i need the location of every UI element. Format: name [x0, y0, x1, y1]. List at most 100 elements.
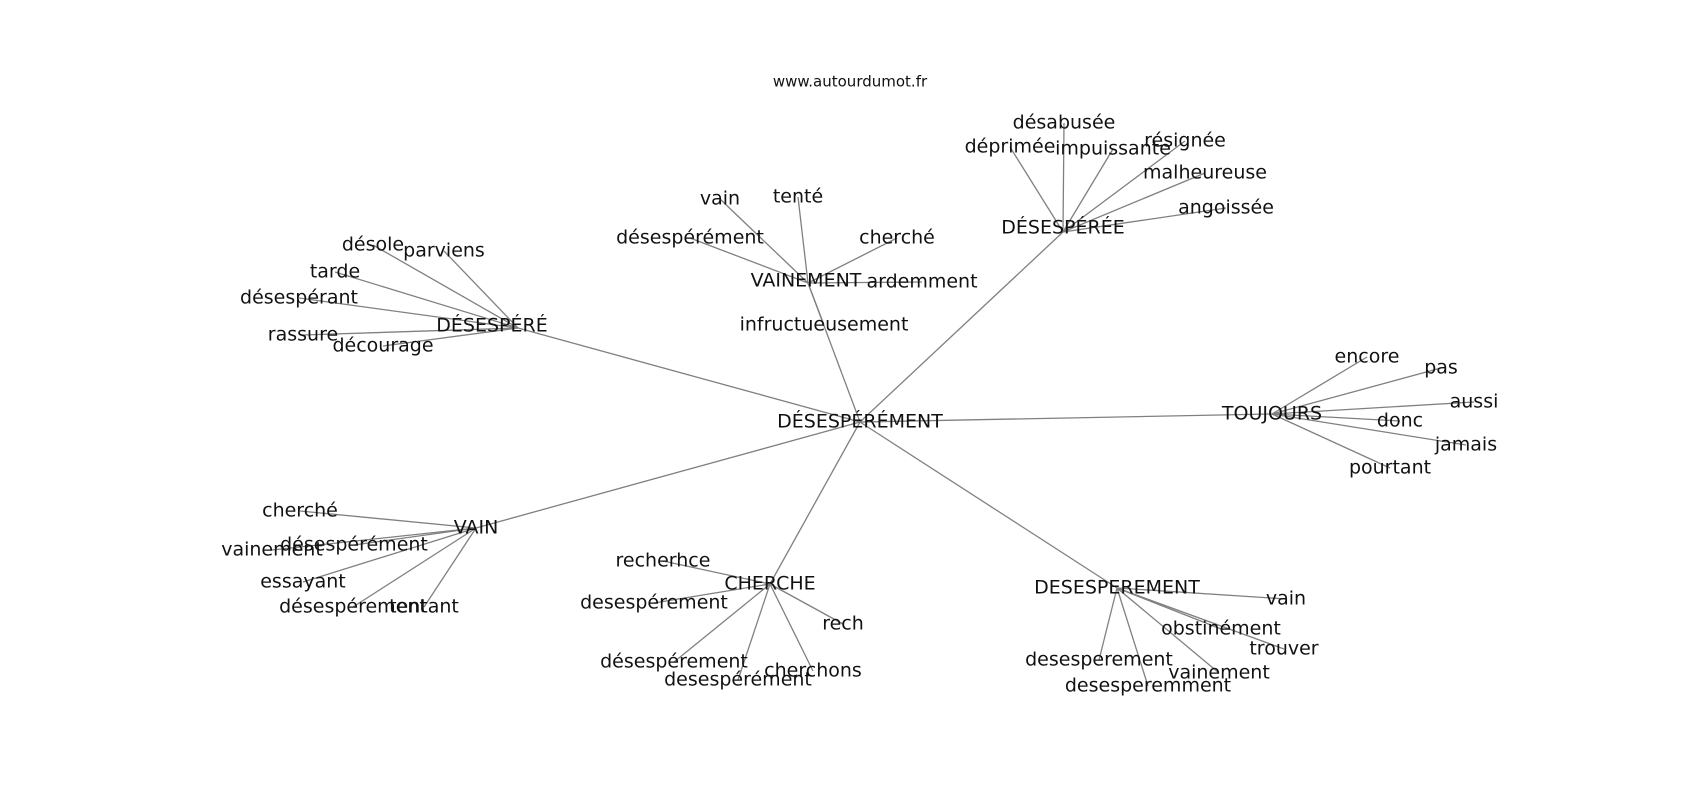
edge-cherche-leaf-2	[769, 583, 844, 625]
leaf-node-label: ardemment	[866, 271, 977, 293]
edge-center-desespere	[517, 327, 861, 423]
leaf-node-label: désespérement	[600, 651, 748, 673]
edge-desesperement-leaf-0	[1116, 587, 1287, 600]
edge-toujours-leaf-3	[1271, 413, 1401, 422]
leaf-node-label: tentant	[389, 596, 459, 618]
edge-desespere-leaf-4	[302, 327, 519, 336]
edge-desespere-leaf-0	[372, 244, 519, 329]
leaf-node-label: résignée	[1144, 130, 1226, 152]
edge-vain-leaf-0	[299, 510, 477, 529]
hub-node-label-desespere: DÉSESPÉRÉ	[436, 314, 547, 337]
leaf-node-label: encore	[1335, 346, 1400, 368]
edge-cherche-leaf-0	[662, 560, 771, 585]
leaf-node-label: desespérement	[580, 592, 728, 614]
leaf-node-label: donc	[1377, 410, 1423, 432]
leaf-node-label: vainement	[221, 539, 323, 561]
edge-vain-leaf-2	[353, 527, 477, 546]
leaf-node-label: trouver	[1249, 638, 1318, 660]
leaf-node-label: vainement	[1168, 662, 1270, 684]
edge-toujours-leaf-4	[1271, 413, 1467, 446]
edge-center-cherche	[769, 421, 861, 585]
edge-desesperee-leaf-0	[1062, 122, 1065, 233]
edge-toujours-leaf-0	[1271, 356, 1368, 415]
hub-node-label-desesperement: DESESPEREMENT	[1034, 577, 1200, 599]
edge-toujours-leaf-5	[1271, 413, 1391, 469]
hub-node-label-toujours: TOUJOURS	[1221, 403, 1322, 425]
leaf-node-label: malheureuse	[1143, 162, 1267, 184]
leaf-node-label: jamais	[1434, 434, 1497, 456]
hub-node-label-vain: VAIN	[454, 517, 499, 539]
hub-node-label-cherche: CHERCHE	[724, 573, 815, 595]
edge-desesperement-leaf-4	[1116, 587, 1220, 674]
leaf-node-label: vain	[700, 188, 740, 210]
leaf-node-label: angoissée	[1178, 197, 1274, 219]
leaf-node-label: tarde	[310, 261, 360, 283]
edge-center-vain	[475, 421, 861, 529]
hub-node-label-vainement: VAINEMENT	[751, 270, 862, 292]
leaf-node-label: parviens	[403, 240, 485, 262]
edge-cherche-leaf-3	[673, 583, 771, 663]
edge-vainement-leaf-5	[807, 282, 825, 326]
edge-cherche-leaf-5	[737, 583, 771, 681]
edge-desesperee-leaf-3	[1062, 140, 1186, 233]
edge-cherche-leaf-4	[769, 583, 814, 672]
hub-node-label-desesperee: DÉSESPÉRÉE	[1001, 216, 1124, 239]
leaf-node-label: décourage	[332, 335, 433, 357]
edge-center-desesperee	[859, 231, 1064, 423]
edge-desesperement-leaf-5	[1116, 587, 1149, 687]
leaf-node-label: désole	[342, 234, 404, 256]
leaf-node-label: infructueusement	[740, 314, 909, 336]
edge-vainement-leaf-4	[807, 281, 923, 284]
leaf-node-label: rassure	[268, 324, 338, 346]
leaf-node-label: pourtant	[1349, 457, 1431, 479]
edge-desespere-leaf-2	[334, 271, 519, 329]
credit-label: www.autourdumot.fr	[773, 73, 928, 91]
edge-desesperee-leaf-1	[1009, 146, 1064, 233]
edge-toujours-leaf-1	[1271, 367, 1442, 415]
edge-toujours-leaf-2	[1271, 401, 1475, 415]
leaf-node-label: désespérant	[240, 287, 358, 309]
edge-vainement-leaf-2	[689, 237, 809, 284]
edge-vain-leaf-1	[271, 527, 477, 551]
leaf-node-label: pas	[1424, 357, 1458, 379]
edge-vainement-leaf-1	[797, 196, 809, 284]
edge-cherche-leaf-1	[653, 583, 771, 604]
leaf-node-label: tenté	[773, 186, 823, 208]
edge-center-desesperement	[859, 421, 1118, 589]
leaf-node-label: vain	[1266, 588, 1306, 610]
leaf-node-label: cherchons	[764, 660, 862, 682]
leaf-node-label: desespérément	[664, 669, 812, 691]
leaf-node-label: rech	[822, 613, 864, 635]
edge-desespere-leaf-3	[298, 297, 519, 329]
edge-vain-leaf-4	[352, 527, 477, 608]
leaf-node-label: recherhce	[616, 550, 711, 572]
edge-vain-leaf-5	[423, 527, 477, 608]
leaf-node-label: aussi	[1450, 391, 1499, 413]
leaf-node-label: désabusée	[1013, 112, 1116, 134]
graph-edges	[271, 122, 1475, 687]
edge-vainement-leaf-3	[807, 237, 898, 284]
leaf-node-label: désespérement	[279, 596, 427, 618]
edge-vainement-leaf-0	[719, 198, 809, 284]
edge-desesperement-leaf-2	[1116, 587, 1285, 650]
leaf-node-label: cherché	[262, 500, 338, 522]
center-node-label: DÉSESPÉRÉMENT	[777, 410, 943, 433]
edge-desesperee-leaf-2	[1062, 148, 1114, 233]
leaf-node-label: impuissante	[1055, 138, 1171, 160]
leaf-node-label: désespérément	[616, 227, 764, 249]
edge-vain-leaf-3	[302, 527, 477, 583]
edge-desesperement-leaf-3	[1098, 587, 1118, 661]
leaf-node-label: desesperemment	[1065, 675, 1231, 697]
edge-desesperee-leaf-5	[1062, 207, 1227, 233]
leaf-node-label: obstinément	[1161, 618, 1281, 640]
edge-desesperee-leaf-4	[1062, 172, 1206, 233]
leaf-node-label: déprimée	[965, 136, 1056, 158]
leaf-node-label: desesperement	[1025, 649, 1173, 671]
edge-center-toujours	[859, 413, 1273, 423]
leaf-node-label: cherché	[859, 227, 935, 249]
edge-desespere-leaf-1	[443, 250, 519, 329]
edge-desespere-leaf-5	[382, 327, 519, 347]
leaf-node-label: désespérément	[280, 534, 428, 556]
